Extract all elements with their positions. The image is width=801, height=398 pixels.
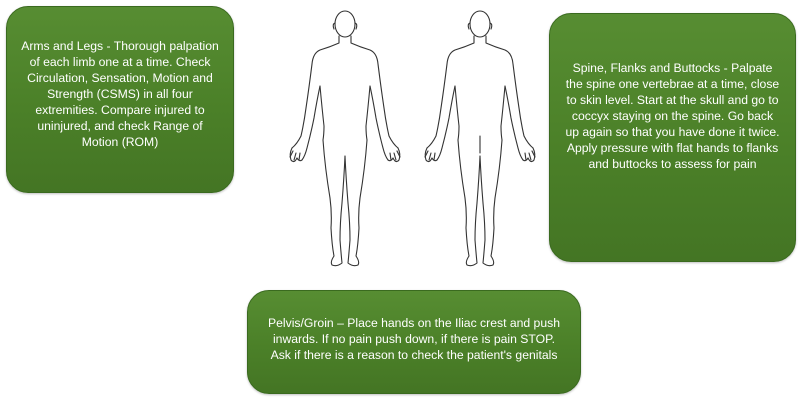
arms-legs-text: Arms and Legs - Thorough palpation of ea… (19, 38, 221, 150)
spine-flanks-buttocks-text: Spine, Flanks and Buttocks - Palpate the… (564, 60, 781, 172)
body-outline-front-icon (280, 8, 410, 270)
spine-flanks-buttocks-callout: Spine, Flanks and Buttocks - Palpate the… (549, 13, 796, 262)
pelvis-groin-callout: Pelvis/Groin – Place hands on the Iliac … (247, 290, 581, 394)
pelvis-groin-text: Pelvis/Groin – Place hands on the Iliac … (266, 315, 562, 363)
body-outline-back-icon (415, 8, 545, 270)
arms-legs-callout: Arms and Legs - Thorough palpation of ea… (6, 6, 234, 193)
